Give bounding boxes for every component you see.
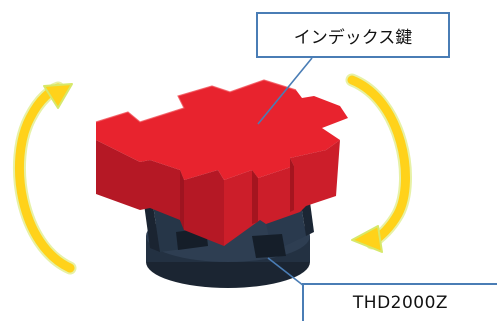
callout-model-label: THD2000Z [352,293,449,313]
callout-model: THD2000Z [302,283,497,321]
right-rotate-arrow-icon [345,73,412,253]
leader-line-model [267,257,305,287]
callout-index-key-label: インデックス鍵 [293,27,413,48]
index-key [95,79,348,246]
left-rotate-arrow-icon [13,81,77,275]
callout-index-key: インデックス鍵 [256,12,450,58]
leader-line-index-key [257,57,313,125]
